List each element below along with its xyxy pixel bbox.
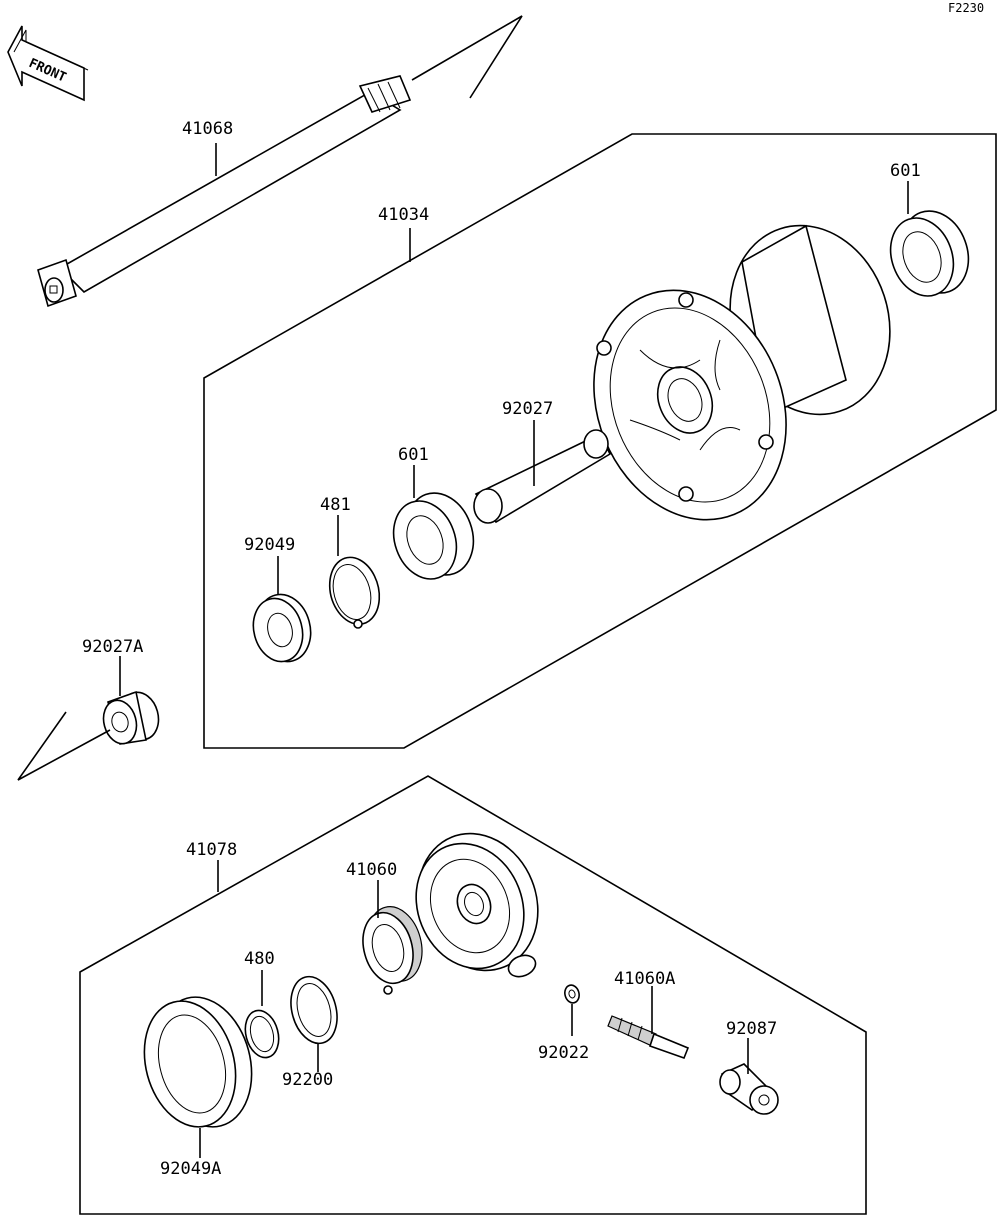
gear-housing-41078	[415, 832, 539, 978]
axle-arrow-line	[411, 15, 523, 99]
gear-41060	[362, 906, 423, 995]
part-label: 92200	[282, 1070, 333, 1090]
seal-92049	[252, 593, 312, 663]
kit-box-41034	[203, 133, 997, 749]
part-label: 41060	[346, 860, 397, 880]
part-label: 41034	[378, 205, 429, 225]
snap-ring-480	[244, 1009, 280, 1059]
part-label: 92027A	[82, 637, 143, 657]
washer-92200	[290, 975, 338, 1045]
collar-arrow-line	[17, 711, 111, 781]
oil-seal-92049a	[143, 996, 253, 1128]
part-label: 92027	[502, 399, 553, 419]
part-label: 92087	[726, 1019, 777, 1039]
part-label: 92049A	[160, 1159, 221, 1179]
washer-92022	[564, 984, 580, 1004]
figure-id: F2230	[948, 1, 984, 15]
circlip-481	[328, 556, 381, 629]
front-arrow-icon: FRONT	[7, 25, 89, 102]
part-label: 41060A	[614, 969, 675, 989]
part-label: 92049	[244, 535, 295, 555]
spacer-92027	[473, 429, 612, 524]
part-label: 601	[398, 445, 429, 465]
part-label: 41078	[186, 840, 237, 860]
kit-box-41078	[79, 775, 867, 1215]
axle-41068	[37, 75, 412, 308]
part-label: 480	[244, 949, 275, 969]
bushing-92087	[719, 1063, 779, 1115]
part-label: 481	[320, 495, 351, 515]
pinion-41060a	[607, 1015, 690, 1060]
bearing-601-upper	[889, 210, 970, 297]
hub-41034	[593, 224, 891, 521]
part-label: 92022	[538, 1043, 589, 1063]
part-label: 601	[890, 161, 921, 181]
bearing-601-lower	[392, 492, 475, 580]
collar-92027a	[102, 690, 160, 745]
part-label: 41068	[182, 119, 233, 139]
